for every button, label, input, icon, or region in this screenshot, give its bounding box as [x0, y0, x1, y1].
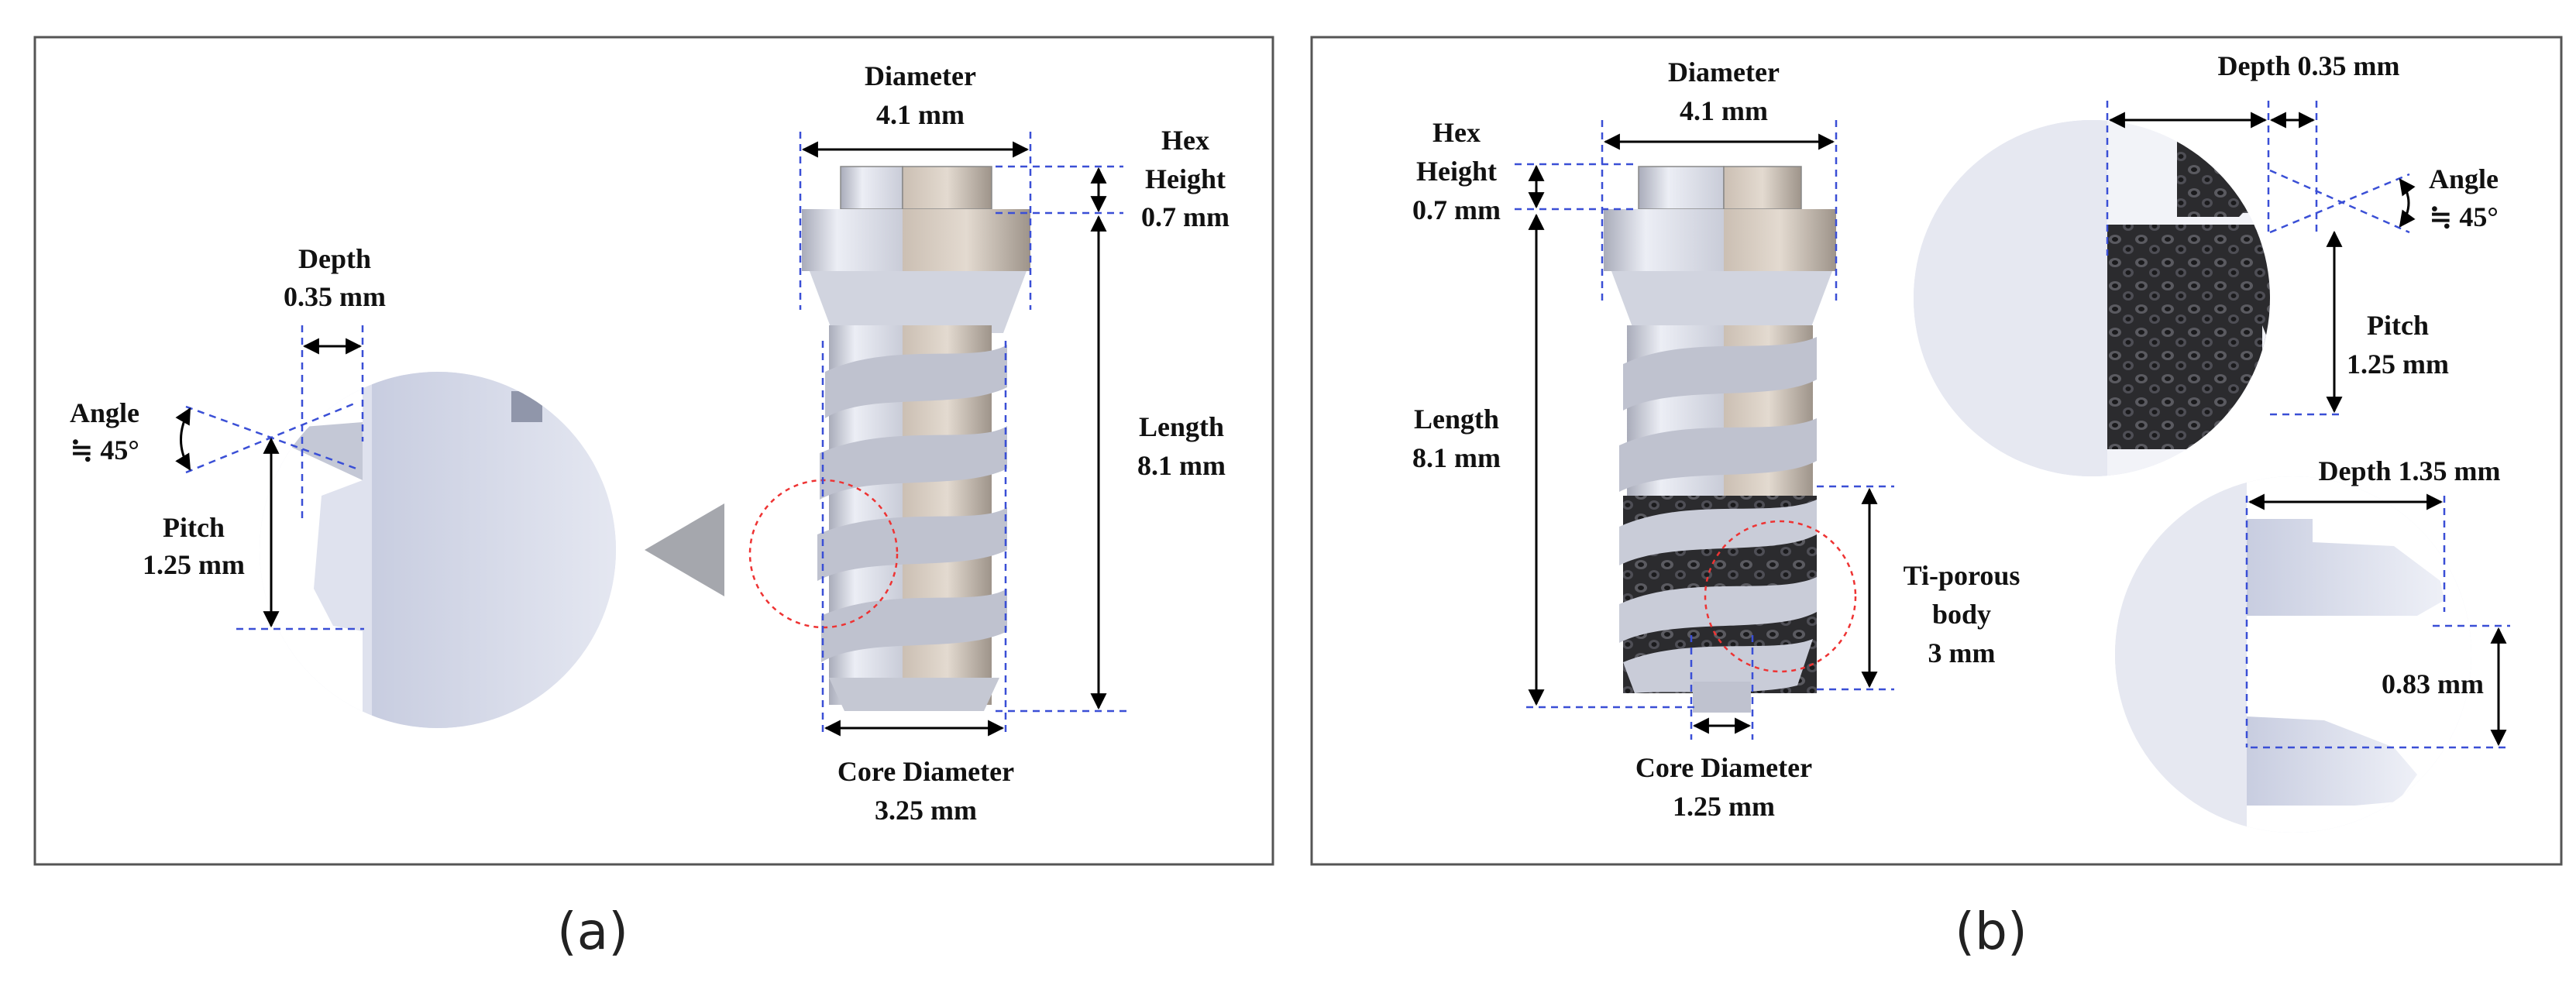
panel-b-pitch-label: Pitch — [2367, 310, 2429, 341]
panel-a-implant — [748, 166, 1030, 711]
panel-b-diameter-label: Diameter — [1668, 57, 1780, 88]
panel-a-frame — [33, 36, 1274, 866]
panel-b-porous-label: body — [1932, 599, 1991, 630]
panel-a-depth-label: Depth — [298, 243, 371, 274]
panel-a-pitch-value: 1.25 mm — [143, 549, 245, 580]
panel-b-angle-label: Angle — [2429, 163, 2499, 194]
panel-b-angle-value: ≒ 45° — [2429, 201, 2499, 232]
panel-a-length-value: 8.1 mm — [1137, 450, 1226, 481]
panel-b-core-value: 1.25 mm — [1673, 791, 1775, 822]
panel-b-caption: (b) — [1955, 902, 2027, 961]
panel-a-core-label: Core Diameter — [837, 756, 1014, 787]
panel-a: Depth 0.35 mm Angle ≒ 45° Pitch 1.25 mm — [33, 36, 1274, 866]
panel-b-hex-label: Height — [1416, 156, 1497, 187]
panel-a-length-label: Length — [1139, 411, 1224, 442]
panel-a-core-value: 3.25 mm — [875, 795, 977, 826]
panel-b-spacing-value: 0.83 mm — [2382, 668, 2484, 699]
panel-b-depth-bottom-label: Depth 1.35 mm — [2319, 455, 2501, 486]
panel-b-diameter-value: 4.1 mm — [1680, 95, 1768, 126]
panel-b-pitch-value: 1.25 mm — [2347, 349, 2449, 380]
panel-a-angle-label: Angle — [70, 397, 139, 428]
panel-b-porous-value: 3 mm — [1928, 637, 1996, 668]
panel-b-angle-ray — [2269, 173, 2410, 234]
panel-a-angle-value: ≒ 45° — [70, 435, 139, 466]
panel-b-angle-arc — [2399, 178, 2416, 228]
panel-b-depth-top-label: Depth 0.35 mm — [2218, 50, 2400, 81]
panel-b-hex-label: Hex — [1432, 117, 1481, 148]
panel-a-magnify-pointer — [645, 503, 724, 596]
panel-a-angle-arc — [175, 407, 191, 471]
panel-b-angle-ray — [2269, 169, 2410, 234]
panel-b-core-label: Core Diameter — [1635, 752, 1812, 783]
panel-b-focus-circle — [1704, 520, 1857, 673]
panel-b-length-value: 8.1 mm — [1412, 442, 1501, 473]
panel-a-hex-label: Hex — [1161, 125, 1209, 156]
panel-b-porous-label: Ti-porous — [1904, 560, 2021, 591]
panel-a-hex-value: 0.7 mm — [1141, 201, 1230, 232]
panel-b-hex-value: 0.7 mm — [1412, 194, 1501, 225]
panel-a-caption: (a) — [557, 902, 628, 961]
panel-a-diameter-value: 4.1 mm — [876, 99, 965, 130]
panel-a-depth-value: 0.35 mm — [284, 281, 386, 312]
panel-b-implant — [1604, 166, 1857, 713]
panel-a-pitch-label: Pitch — [163, 512, 225, 543]
panel-b: Diameter 4.1 mm Hex Height 0.7 mm Length… — [1310, 36, 2563, 866]
panel-a-hex-label: Height — [1145, 163, 1226, 194]
panel-b-length-label: Length — [1414, 404, 1499, 435]
panel-a-diameter-label: Diameter — [865, 60, 976, 91]
